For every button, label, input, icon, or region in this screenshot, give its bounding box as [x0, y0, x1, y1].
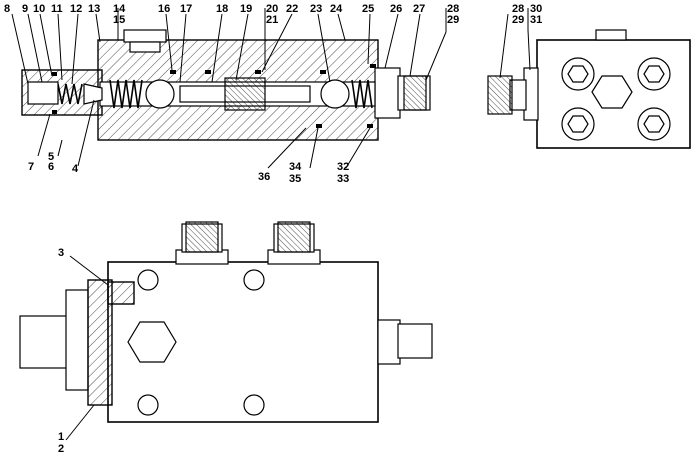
callout-26: 26	[390, 3, 402, 15]
callout-16: 16	[158, 3, 170, 15]
callout-15: 15	[113, 14, 125, 26]
callout-27: 27	[413, 3, 425, 15]
plan-view: 3 1 2	[19, 221, 433, 455]
callout-20: 20	[266, 3, 278, 15]
callout-3: 3	[58, 247, 64, 259]
callout-9: 9	[22, 3, 28, 15]
callout-18: 18	[216, 3, 228, 15]
callout-29: 29	[447, 14, 459, 26]
callout-13: 13	[88, 3, 100, 15]
callout-2: 2	[58, 443, 64, 455]
callout-29-end: 29	[512, 14, 524, 26]
callout-8: 8	[4, 3, 10, 15]
callout-4: 4	[72, 163, 79, 175]
callout-34: 34	[289, 161, 302, 173]
callout-33: 33	[337, 173, 349, 185]
callout-22: 22	[286, 3, 298, 15]
callout-28: 28	[447, 3, 459, 15]
callout-6: 6	[48, 161, 54, 173]
callout-11: 11	[51, 3, 63, 15]
callout-14: 14	[113, 3, 126, 15]
callout-36: 36	[258, 171, 270, 183]
callout-1: 1	[58, 431, 64, 443]
callout-30: 30	[530, 3, 542, 15]
callout-21: 21	[266, 14, 278, 26]
callout-12: 12	[70, 3, 82, 15]
callout-28-end: 28	[512, 3, 524, 15]
callout-31: 31	[530, 14, 542, 26]
callout-17: 17	[180, 3, 192, 15]
callout-32: 32	[337, 161, 349, 173]
callout-7: 7	[28, 161, 34, 173]
section-view: 8 9 10 11 12 13 14 15 16 17 18 19 20 21 …	[4, 3, 459, 185]
callout-35: 35	[289, 173, 301, 185]
callout-25: 25	[362, 3, 374, 15]
callout-19: 19	[240, 3, 252, 15]
callout-23: 23	[310, 3, 322, 15]
callout-24: 24	[330, 3, 343, 15]
callout-10: 10	[33, 3, 45, 15]
callout-5: 5	[48, 151, 54, 163]
end-view: 28 29 30 31	[487, 3, 691, 149]
